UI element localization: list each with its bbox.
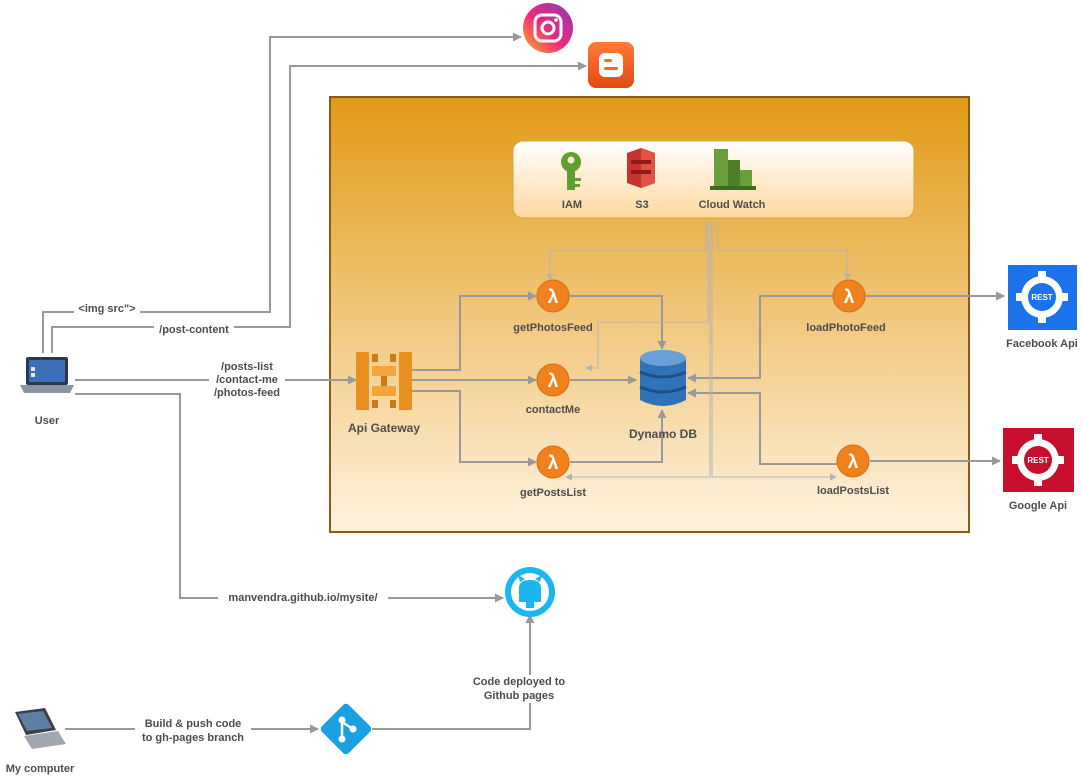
lambda-load-posts-list-icon: λ — [836, 444, 870, 478]
iam-key-icon — [561, 152, 581, 190]
my-computer-label: My computer — [6, 763, 75, 775]
post-content-edge-label: /post-content — [159, 324, 229, 336]
lambda-load-photo-feed-icon: λ — [832, 279, 866, 313]
img-src-edge-label: <img src"> — [78, 303, 135, 315]
git-icon — [320, 703, 372, 755]
edge-cw-contact — [585, 222, 709, 372]
lambda-glyph: λ — [548, 371, 559, 392]
edge-post-content — [51, 61, 587, 353]
edge-photos-dynamo — [570, 295, 667, 350]
edge-gw-photos — [412, 291, 537, 371]
edge-cw-posts — [565, 222, 711, 481]
blogger-icon — [588, 42, 634, 88]
cloud-watch-label: Cloud Watch — [699, 199, 766, 211]
github-site-edge-label: manvendra.github.io/mysite/ — [228, 592, 377, 604]
iam-label: IAM — [562, 199, 582, 211]
cloudwatch-icon — [710, 149, 756, 190]
facebook-api-icon: REST — [1008, 265, 1077, 330]
code-deployed-edge-label-line2: Github pages — [484, 690, 554, 702]
edge-cw-loadphoto — [717, 222, 851, 281]
rest-badge: REST — [1031, 293, 1052, 302]
lambda-get-posts-list-icon: λ — [536, 445, 570, 479]
lambda-glyph: λ — [844, 287, 855, 308]
user-label: User — [35, 415, 60, 427]
contact-me-label: contactMe — [526, 404, 580, 416]
lambda-contact-me-icon: λ — [536, 363, 570, 397]
instagram-icon — [523, 3, 573, 53]
load-photo-feed-label: loadPhotoFeed — [806, 322, 885, 334]
api-gateway-label: Api Gateway — [348, 421, 420, 435]
lambda-glyph: λ — [548, 453, 559, 474]
google-api-label: Google Api — [1009, 500, 1067, 512]
s3-label: S3 — [635, 199, 648, 211]
edge-cw-photos — [546, 222, 707, 281]
lambda-glyph: λ — [548, 287, 559, 308]
facebook-api-label: Facebook Api — [1006, 338, 1078, 350]
route-posts-list-label: /posts-list — [221, 361, 273, 373]
dynamo-db-label: Dynamo DB — [629, 427, 697, 441]
edge-code-deployed — [372, 614, 535, 730]
get-photos-feed-label: getPhotosFeed — [513, 322, 592, 334]
dynamodb-icon — [639, 350, 687, 406]
edge-loadphoto-dynamo — [687, 295, 833, 383]
s3-bucket-icon — [627, 148, 655, 188]
edge-img-src — [42, 32, 522, 353]
route-photos-feed-label: /photos-feed — [214, 387, 280, 399]
code-deployed-edge-label-line1: Code deployed to — [473, 676, 566, 688]
edge-posts-dynamo — [570, 409, 667, 463]
build-push-edge-label-line1: Build & push code — [145, 718, 242, 730]
google-api-icon: REST — [1003, 428, 1074, 492]
lambda-get-photos-feed-icon: λ — [536, 279, 570, 313]
edge-loadposts-dynamo — [687, 388, 838, 465]
edge-gw-posts — [412, 390, 537, 467]
github-octocat-icon — [505, 567, 555, 617]
lambda-glyph: λ — [848, 452, 859, 473]
get-posts-list-label: getPostsList — [520, 487, 586, 499]
user-laptop-icon — [20, 357, 74, 393]
load-posts-list-label: loadPostsList — [817, 485, 889, 497]
my-computer-laptop-icon — [15, 708, 66, 749]
build-push-edge-label-line2: to gh-pages branch — [142, 732, 244, 744]
rest-badge: REST — [1027, 456, 1048, 465]
edge-cw-loadposts — [711, 222, 837, 481]
route-contact-me-label: /contact-me — [216, 374, 278, 386]
aws-services-panel — [512, 140, 915, 219]
api-gateway-icon — [356, 352, 412, 410]
